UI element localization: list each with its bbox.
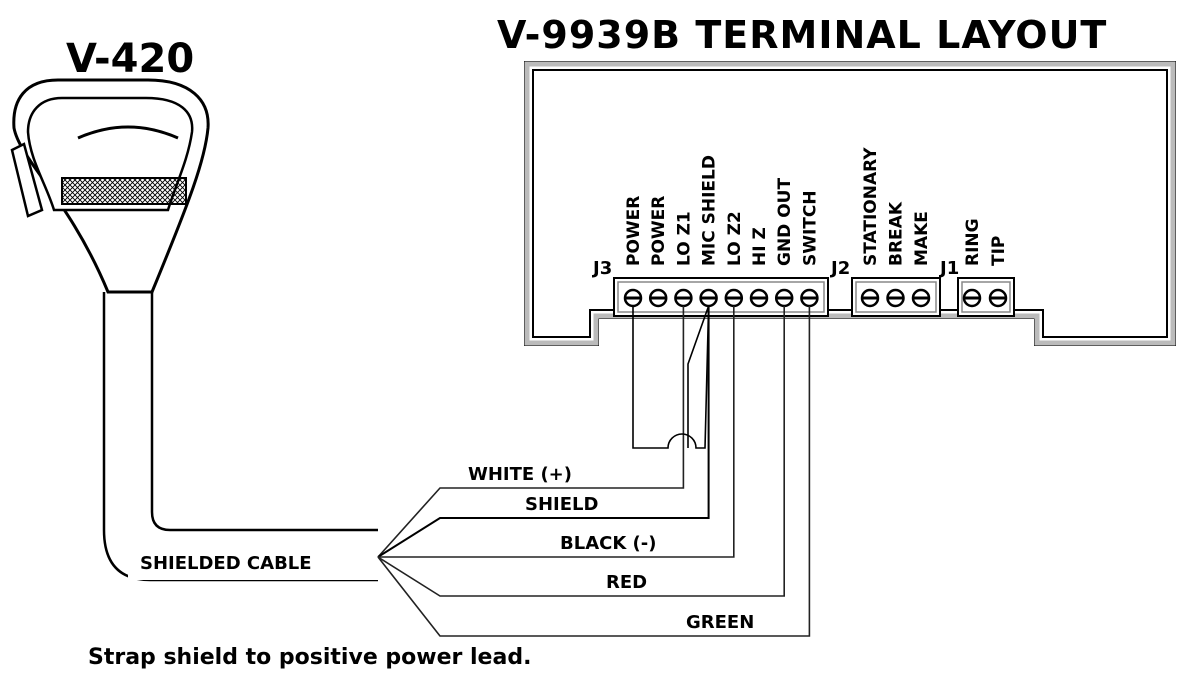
wire-label: BLACK (-) xyxy=(560,533,656,554)
microphone xyxy=(10,78,378,582)
terminal-label: TIP xyxy=(989,236,1009,266)
terminal-label: GND OUT xyxy=(775,178,795,266)
terminal-layout-title: V-9939B TERMINAL LAYOUT xyxy=(497,13,1107,57)
microphone-grille-icon xyxy=(61,177,187,205)
terminal-label: LO Z1 xyxy=(674,211,694,266)
wire: BLACK (-) xyxy=(378,306,735,558)
connector-id: J2 xyxy=(829,258,850,279)
terminal-label: STATIONARY xyxy=(861,147,881,266)
terminal-label: SWITCH xyxy=(800,190,820,266)
terminal-box xyxy=(524,61,1176,346)
wire-label: RED xyxy=(606,572,647,593)
wire: SHIELD xyxy=(377,306,710,558)
wire-line xyxy=(377,306,785,597)
strap-line xyxy=(632,305,710,449)
terminal-block-inner xyxy=(617,281,825,313)
terminal-block-inner xyxy=(961,281,1011,313)
terminal-label: MIC SHIELD xyxy=(700,155,720,266)
wire-line xyxy=(377,306,685,558)
connector-id: J3 xyxy=(591,258,612,279)
device-title: V-420 xyxy=(66,36,194,82)
wire-label: SHIELD xyxy=(525,494,598,515)
terminal-label: LO Z2 xyxy=(725,211,745,266)
connector-id: J1 xyxy=(938,258,959,279)
wire-line xyxy=(378,306,735,558)
terminal-label: RING xyxy=(963,218,983,266)
terminal-label: POWER xyxy=(649,196,669,266)
ptt-button-icon xyxy=(10,142,44,218)
wire-line xyxy=(377,306,710,558)
speaker-slot-icon xyxy=(77,125,179,140)
wire: GREEN xyxy=(377,306,811,637)
wire-label: WHITE (+) xyxy=(468,464,572,485)
shielded-cable: SHIELDED CABLE xyxy=(128,542,378,580)
wire-line xyxy=(377,306,811,637)
note-text: Strap shield to positive power lead. xyxy=(88,645,531,670)
terminal-label: HI Z xyxy=(750,227,770,266)
shielded-cable-label: SHIELDED CABLE xyxy=(140,553,312,574)
wire-label: GREEN xyxy=(686,612,754,633)
shield-strap xyxy=(632,305,710,449)
wire: RED xyxy=(377,306,785,597)
terminal-block xyxy=(613,277,829,317)
terminal-block-inner xyxy=(855,281,937,313)
wire: WHITE (+) xyxy=(377,306,685,558)
strap-line xyxy=(687,305,710,448)
terminal-label: MAKE xyxy=(912,211,932,266)
terminal-label: BREAK xyxy=(887,201,907,266)
wires: WHITE (+) SHIELD BLACK (-) RED GREEN xyxy=(377,305,811,637)
terminal-label: POWER xyxy=(624,196,644,266)
